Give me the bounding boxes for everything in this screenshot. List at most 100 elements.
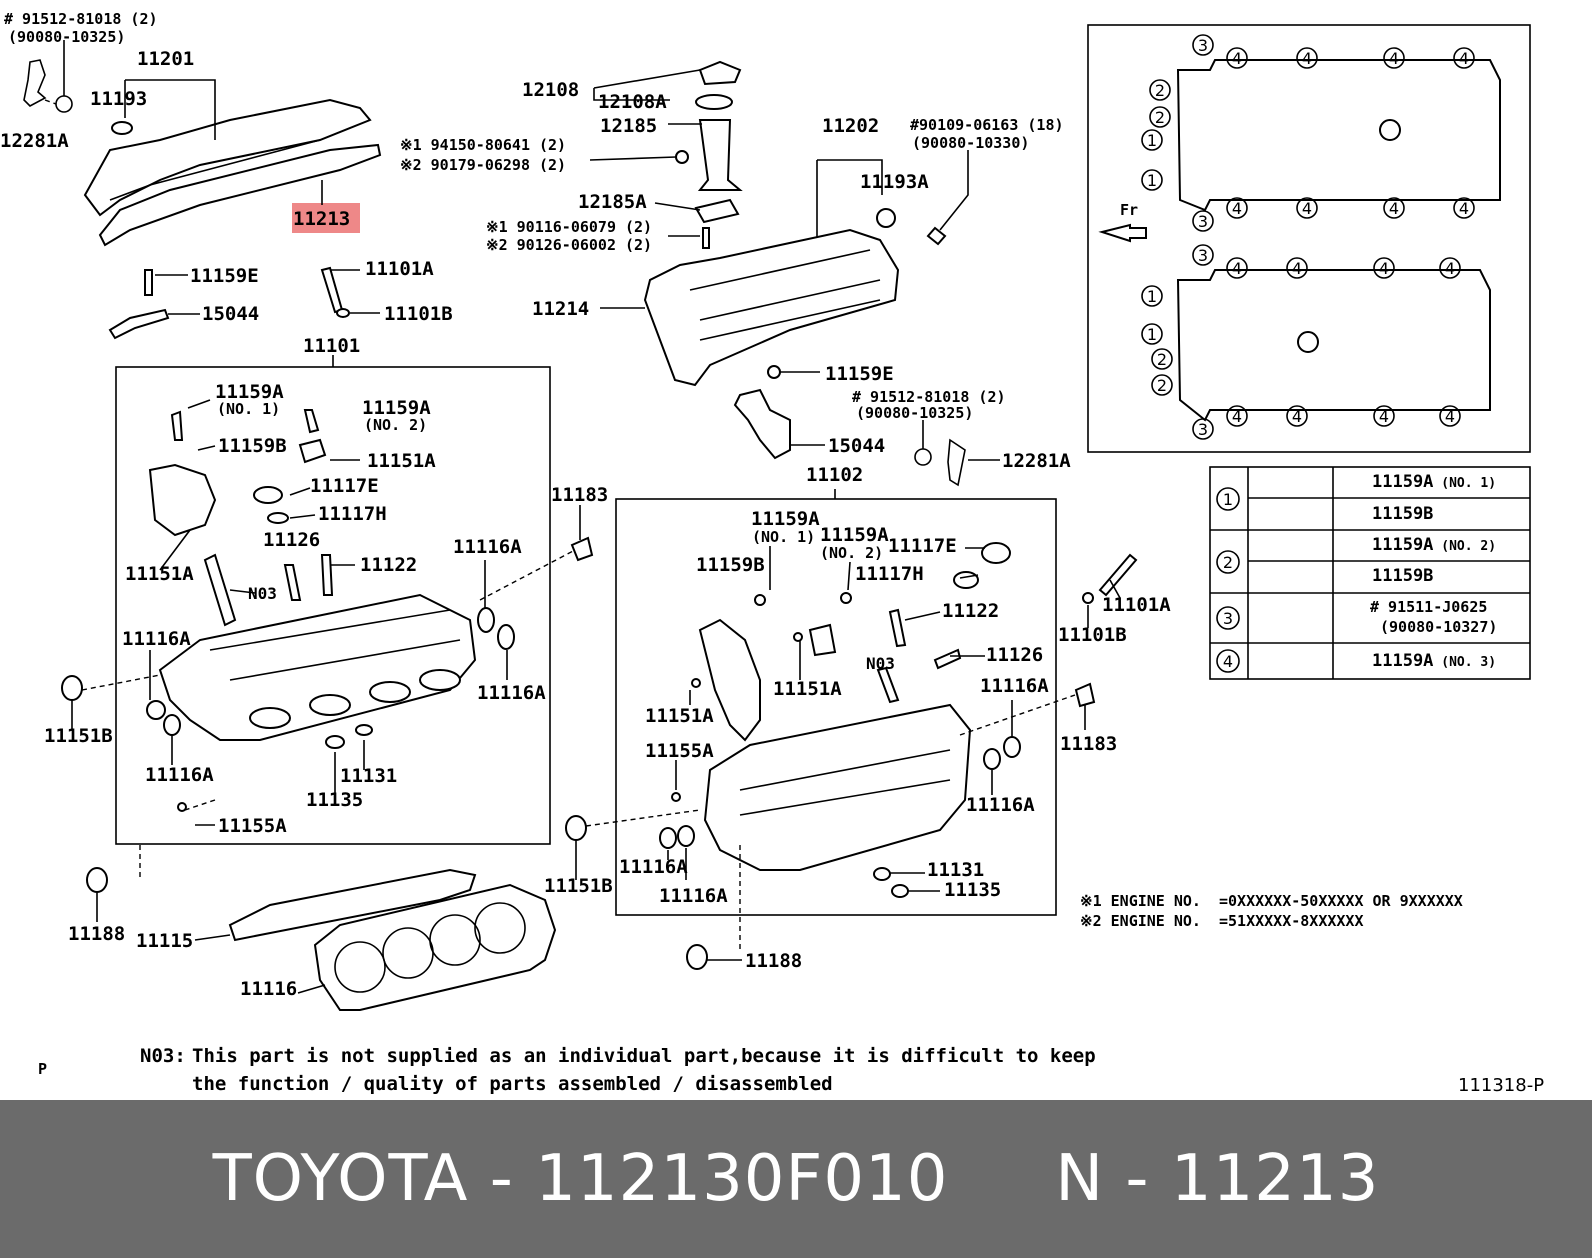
engine-note-1: ※1 ENGINE NO. =0XXXXXX-50XXXXX OR 9XXXXX… [1080, 892, 1463, 910]
bolt-table-row-5-part: # 91511-J0625 [1370, 598, 1488, 616]
svg-text:4: 4 [1292, 407, 1302, 426]
bolt-table-row-5-note: (90080-10327) [1380, 618, 1498, 636]
label-11159A-no2-lh: 11159A [362, 397, 431, 419]
svg-text:4: 4 [1459, 49, 1469, 68]
svg-text:4: 4 [1232, 199, 1242, 218]
svg-text:1: 1 [1147, 325, 1157, 344]
label-11193A: 11193A [860, 171, 929, 193]
svg-text:2: 2 [1157, 376, 1167, 395]
svg-text:1: 1 [1223, 490, 1233, 509]
label-11131-rh: 11131 [927, 859, 984, 881]
lh-cylinder-head-box [61, 355, 594, 880]
label-11183-rh: 11183 [1060, 733, 1117, 755]
svg-text:4: 4 [1459, 199, 1469, 218]
part-number-caption: TOYOTA - 112130F010 N - 11213 [212, 1142, 1380, 1216]
svg-text:1: 1 [1147, 171, 1157, 190]
svg-text:3: 3 [1198, 420, 1208, 439]
label-11116A-rh-c: 11116A [619, 856, 688, 878]
label-11117H-rh: 11117H [855, 563, 924, 585]
label-11126-lh: 11126 [263, 529, 320, 551]
head-gasket-drawing [86, 867, 708, 1011]
label-11116A-rh-a: 11116A [980, 675, 1049, 697]
svg-text:4: 4 [1232, 407, 1242, 426]
label-12185A: 12185A [578, 191, 647, 213]
part-label-layer: # 91512-81018 (2) (90080-10325) 11201 11… [0, 10, 1171, 1000]
svg-text:2: 2 [1223, 553, 1233, 572]
label-11101A-top: 11101A [365, 258, 434, 280]
label-90179: ※2 90179-06298 (2) [400, 156, 566, 174]
label-11115: 11115 [136, 930, 193, 952]
label-11151A-rh-b: 11151A [645, 705, 714, 727]
label-90126: ※2 90126-06002 (2) [486, 236, 652, 254]
label-11102: 11102 [806, 464, 863, 486]
label-11116A-lh-a: 11116A [453, 536, 522, 558]
label-11159A-no2-sub-rh: (NO. 2) [820, 544, 883, 562]
svg-text:4: 4 [1292, 259, 1302, 278]
label-11126-rh: 11126 [986, 644, 1043, 666]
label-15044-rh: 15044 [828, 435, 885, 457]
label-11116A-lh-b: 11116A [122, 628, 191, 650]
label-11116A-lh-c: 11116A [477, 682, 546, 704]
label-11159A-no2-sub-lh: (NO. 2) [364, 416, 427, 434]
rh-cylinder-head-box [565, 489, 1138, 961]
page-mark: P [38, 1060, 48, 1078]
label-11159E-rh: 11159E [825, 363, 894, 385]
svg-text:2: 2 [1157, 350, 1167, 369]
svg-text:4: 4 [1232, 259, 1242, 278]
label-11188-lh: 11188 [68, 923, 125, 945]
svg-text:4: 4 [1445, 259, 1455, 278]
label-11159A-no1-rh: 11159A [751, 508, 820, 530]
label-90080-10325-lh: (90080-10325) [8, 28, 125, 46]
label-n03-rh: N03 [866, 654, 895, 673]
label-91512-lh: # 91512-81018 (2) [4, 10, 158, 28]
label-11155A-rh: 11155A [645, 740, 714, 762]
bolt-table-row-2: 11159B [1372, 504, 1434, 524]
label-90080-10325-rh: (90080-10325) [856, 404, 973, 422]
label-12281A-lh: 12281A [0, 130, 69, 152]
svg-text:3: 3 [1198, 212, 1208, 231]
highlighted-part-marker [292, 203, 360, 233]
label-11117E-rh: 11117E [888, 535, 957, 557]
label-11151B-lh: 11151B [44, 725, 113, 747]
svg-text:2: 2 [1155, 81, 1165, 100]
bolt-table-row-3: 11159A (NO. 2) [1372, 535, 1497, 555]
diagram-code: 111318-P [1458, 1075, 1545, 1096]
bolt-table-grid [1209, 466, 1531, 680]
label-11117H-lh: 11117H [318, 503, 387, 525]
label-11135-rh: 11135 [944, 879, 1001, 901]
n03-note-label: N03: [140, 1045, 186, 1067]
label-11159A-no2-rh: 11159A [820, 524, 889, 546]
label-11201: 11201 [137, 48, 194, 70]
label-11116A-lh-d: 11116A [145, 764, 214, 786]
label-94150: ※1 94150-80641 (2) [400, 136, 566, 154]
svg-text:4: 4 [1445, 407, 1455, 426]
label-90080-10330: (90080-10330) [912, 134, 1029, 152]
bolt-table-row-4: 11159B [1372, 566, 1434, 586]
label-11214: 11214 [532, 298, 589, 320]
svg-text:4: 4 [1223, 652, 1233, 671]
label-11116A-rh-b: 11116A [966, 794, 1035, 816]
label-11151A-lh-a: 11151A [367, 450, 436, 472]
svg-text:4: 4 [1232, 49, 1242, 68]
label-11122-lh: 11122 [360, 554, 417, 576]
cylinder-head-cover-rh-drawing [600, 150, 1000, 487]
label-15044-lh: 15044 [202, 303, 259, 325]
svg-text:4: 4 [1302, 199, 1312, 218]
label-11213: 11213 [293, 208, 350, 230]
label-11151A-rh-a: 11151A [773, 678, 842, 700]
label-12185: 12185 [600, 115, 657, 137]
engine-note-2: ※2 ENGINE NO. =51XXXXX-8XXXXXX [1080, 912, 1364, 930]
exploded-view-drawing: # 91512-81018 (2) (90080-10325) 11201 11… [0, 10, 1531, 1011]
label-11117E-lh: 11117E [310, 475, 379, 497]
svg-text:2: 2 [1155, 108, 1165, 127]
label-91512-rh: # 91512-81018 (2) [852, 388, 1006, 406]
label-11159B-rh: 11159B [696, 554, 765, 576]
svg-text:3: 3 [1198, 36, 1208, 55]
label-11131-lh: 11131 [340, 765, 397, 787]
label-90109: #90109-06163 (18) [910, 116, 1064, 134]
svg-text:1: 1 [1147, 287, 1157, 306]
label-11159A-no1-sub-lh: (NO. 1) [217, 400, 280, 418]
svg-text:4: 4 [1379, 407, 1389, 426]
label-n03-lh: N03 [248, 584, 277, 603]
